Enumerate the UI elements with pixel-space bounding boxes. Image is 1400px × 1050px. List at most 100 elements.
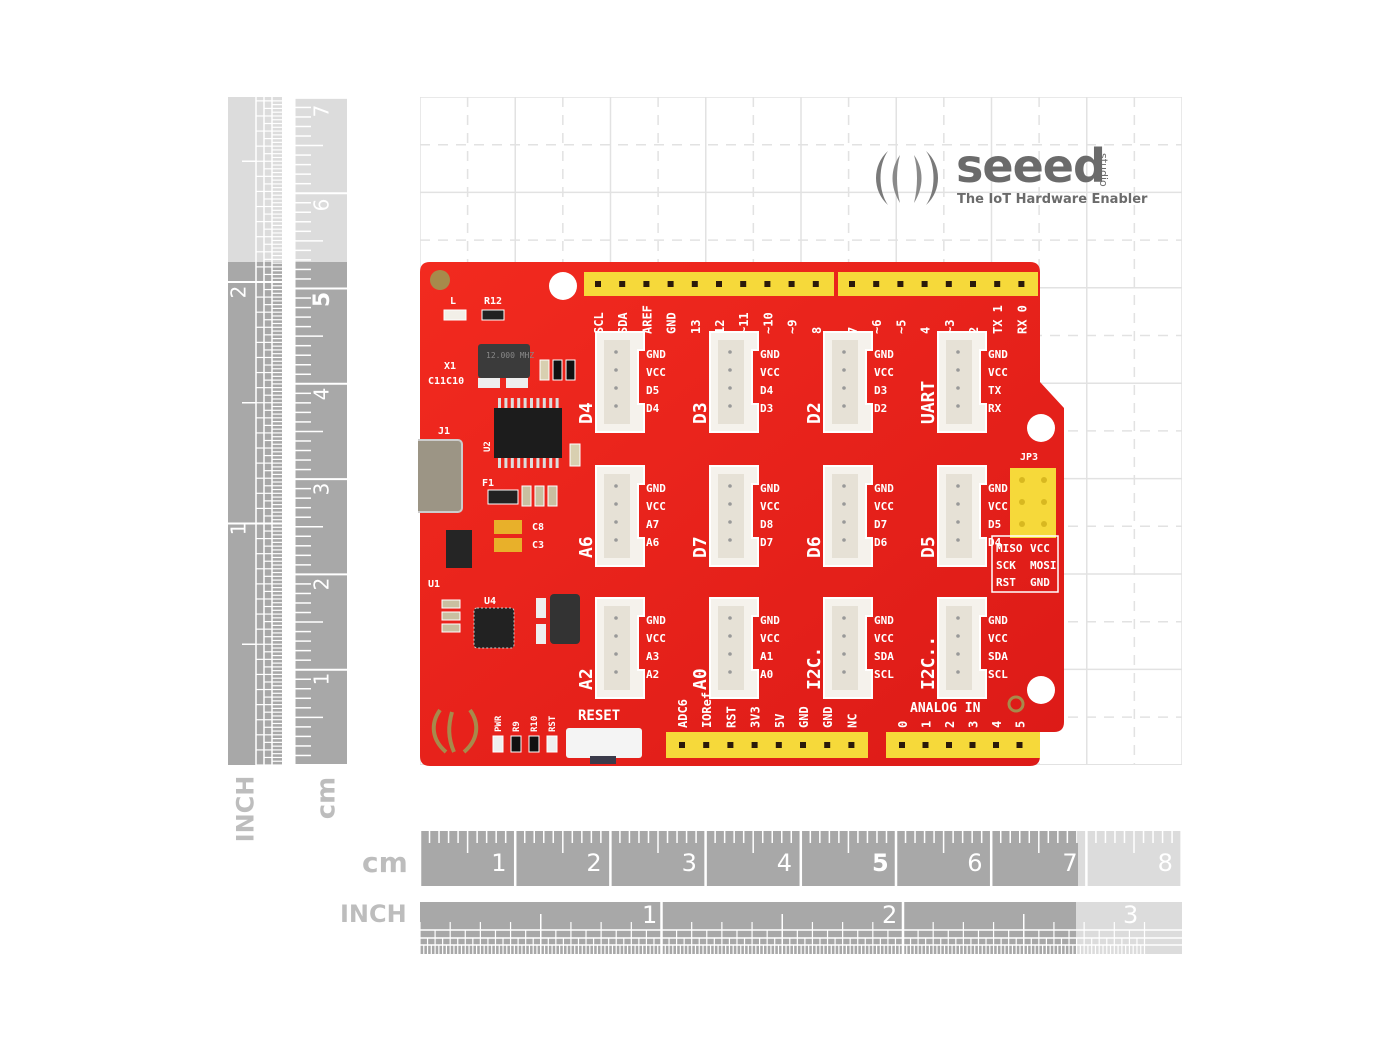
seeed-logo-icon [876, 151, 938, 205]
c1 [539, 359, 550, 381]
mounting-hole [549, 272, 577, 300]
header-pin-label: 2 [967, 327, 981, 334]
header-pin [969, 742, 976, 748]
rst-label: RST [548, 715, 558, 732]
grove-pin-label: VCC [646, 632, 666, 645]
grove-pin-label: GND [988, 482, 1008, 495]
power-pin-label: 3V3 [749, 706, 763, 728]
header-pin [740, 281, 747, 287]
grove-pin-label: D5 [988, 518, 1001, 531]
header-pin-label: GND [665, 312, 679, 334]
grove-pin-label: D2 [874, 402, 887, 415]
horizontal-cm-number: 7 [1062, 849, 1078, 877]
header-pin [873, 281, 880, 287]
vertical-cm-number: 6 [309, 198, 334, 212]
jumper-pin [1019, 477, 1025, 483]
vertical-cm-number: 3 [309, 482, 334, 496]
grove-pin-label: GND [646, 614, 666, 627]
grove-port-name: A0 [690, 668, 711, 690]
cap-c13 [536, 598, 546, 618]
horizontal-cm-number: 6 [967, 849, 983, 877]
header-pin-label: ~6 [870, 320, 884, 334]
horizontal-cm-number: 3 [681, 849, 697, 877]
header-pin-label: ~5 [894, 320, 908, 334]
j1-label: J1 [438, 426, 450, 437]
grove-pin-label: A6 [646, 536, 660, 549]
grove-port-name: UART [918, 380, 939, 424]
vertical-cm-number: 1 [309, 672, 334, 686]
header-pin [619, 281, 626, 287]
horizontal-cm-number: 4 [776, 849, 793, 877]
grove-pin-label: D4 [646, 402, 660, 415]
led-l-label: L [450, 296, 456, 307]
u1-label: U1 [428, 579, 440, 590]
horizontal-cm-label: cm [362, 846, 408, 879]
grove-port-name: D4 [576, 402, 597, 424]
c3-label: C3 [532, 540, 544, 551]
grove-pin-label: D7 [760, 536, 773, 549]
grove-pin-label: VCC [760, 500, 780, 513]
reset-button[interactable] [566, 728, 642, 764]
grove-pin-label: D6 [874, 536, 888, 549]
header-pin [897, 281, 904, 287]
x2-component [550, 594, 580, 644]
grove-pin-label: D8 [760, 518, 773, 531]
grove-pin-label: SDA [874, 650, 894, 663]
header-pin [595, 281, 601, 287]
jumper-pin [1041, 499, 1047, 505]
horizontal-cm-number: 8 [1157, 849, 1173, 877]
grove-pin-label: VCC [874, 632, 894, 645]
vertical-inch-ruler: 1 2 [226, 97, 282, 765]
header-pin [849, 281, 855, 287]
grove-pin-label: VCC [988, 632, 1008, 645]
vertical-inch-number: 1 [226, 522, 251, 536]
grove-pin-label: VCC [646, 500, 666, 513]
grove-pin-label: D4 [760, 384, 774, 397]
grove-pin-label: GND [646, 482, 666, 495]
header-pin-label: AREF [640, 305, 654, 334]
analog-pin-label: 4 [990, 721, 1004, 728]
power-pin-label: RST [724, 706, 738, 728]
r3 [552, 359, 563, 381]
horizontal-inch-label: INCH [340, 900, 407, 928]
grove-pin-label: D3 [760, 402, 773, 415]
brand-tagline: The IoT Hardware Enabler [957, 192, 1148, 207]
grove-pin-label: GND [874, 348, 894, 361]
header-pin-label: 8 [810, 327, 824, 334]
icsp-pin-label: MOSI [1030, 559, 1057, 572]
analog-pin-label: 0 [896, 721, 910, 728]
analog-pin-label: 5 [1014, 721, 1028, 728]
vertical-cm-number: 2 [309, 577, 334, 591]
header-pin [921, 281, 928, 287]
header-pin-label: RX 0 [1015, 305, 1029, 334]
grove-pin-label: GND [760, 482, 780, 495]
c8-label: C8 [532, 522, 544, 533]
brand-sub: studio [1097, 153, 1110, 187]
u2-chip [494, 408, 562, 458]
x1-label: X1 [444, 361, 456, 372]
r9-label: R9 [512, 721, 522, 732]
grove-pin-label: A0 [760, 668, 773, 681]
grove-pin-label: GND [988, 348, 1008, 361]
jumper-jp3 [1010, 468, 1056, 538]
icsp-pin-label: MISO [996, 542, 1023, 555]
vertical-cm-number: 5 [310, 291, 336, 308]
grove-port-name: I2C. [804, 647, 825, 690]
u4-chip [473, 607, 515, 649]
icsp-pin-label: RST [996, 576, 1016, 589]
horizontal-cm-number: 2 [586, 849, 602, 877]
horizontal-inch-number: 1 [642, 901, 658, 929]
grove-pin-label: A2 [646, 668, 659, 681]
